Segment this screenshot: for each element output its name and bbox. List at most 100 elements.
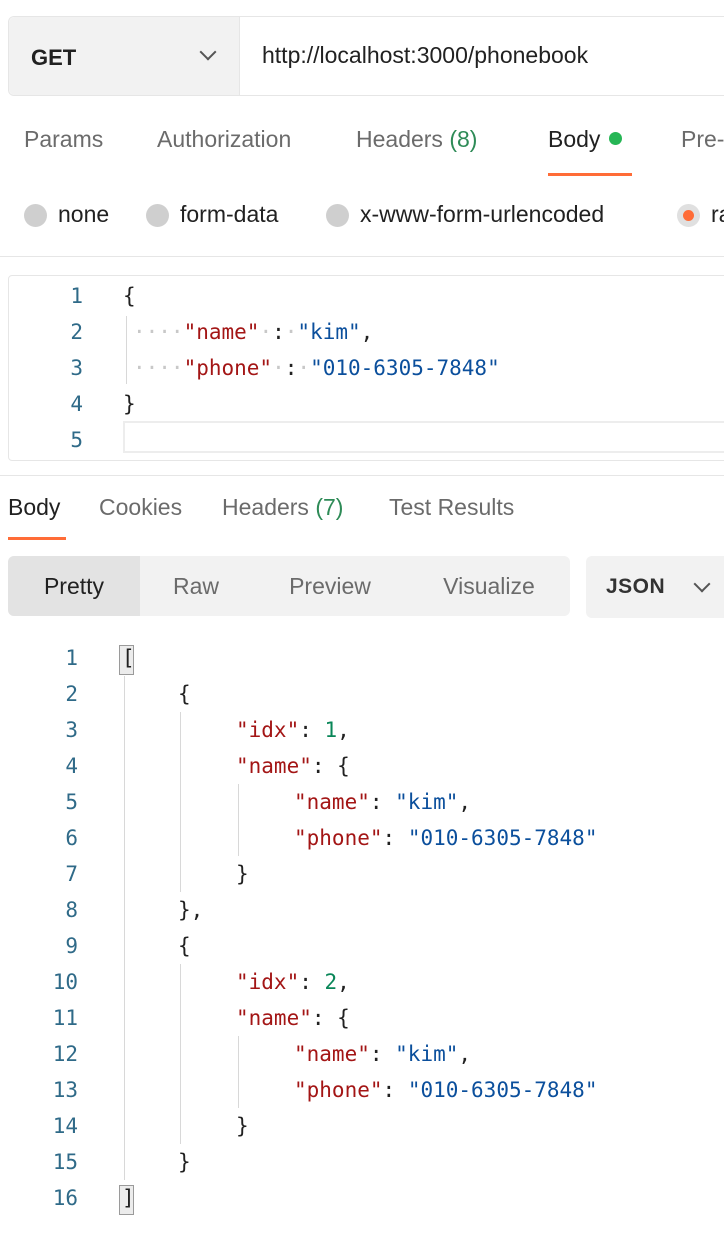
json-key: "name" bbox=[236, 754, 312, 778]
line-number: 12 bbox=[52, 1042, 78, 1066]
tab-authorization[interactable]: Authorization bbox=[157, 126, 291, 153]
json-number: 2 bbox=[324, 970, 338, 994]
radio-label: form-data bbox=[180, 201, 279, 227]
tab-label: Pre- bbox=[681, 126, 724, 152]
code-bracket: ] bbox=[122, 1186, 135, 1210]
line-number: 4 bbox=[70, 392, 83, 416]
line-number: 1 bbox=[70, 284, 83, 308]
response-body-viewer: 1 2 3 4 5 6 7 8 9 10 11 12 13 14 15 16 [… bbox=[0, 640, 724, 1230]
tab-label: Headers bbox=[356, 126, 443, 152]
line-number: 14 bbox=[52, 1114, 78, 1138]
indent-guide bbox=[126, 316, 127, 384]
response-tabs: Body Cookies Headers (7) Test Results bbox=[0, 490, 724, 546]
code-brace: { bbox=[178, 934, 191, 958]
divider bbox=[0, 256, 724, 257]
json-key: "phone" bbox=[294, 1078, 383, 1102]
indent-guide bbox=[180, 964, 181, 1144]
code-line: "name": "kim", bbox=[294, 790, 472, 814]
line-number: 2 bbox=[65, 682, 78, 706]
chevron-down-icon bbox=[693, 575, 711, 593]
line-number: 10 bbox=[52, 970, 78, 994]
tab-params[interactable]: Params bbox=[24, 126, 103, 153]
json-number: 1 bbox=[324, 718, 338, 742]
line-number: 11 bbox=[52, 1006, 78, 1030]
line-number: 9 bbox=[65, 934, 78, 958]
indent-guide bbox=[180, 712, 181, 892]
method-label: GET bbox=[31, 45, 77, 70]
radio-label: x-www-form-urlencoded bbox=[360, 201, 605, 227]
code-line: "phone": "010-6305-7848" bbox=[294, 826, 598, 850]
tab-cookies[interactable]: Cookies bbox=[99, 494, 182, 521]
radio-label: ra bbox=[711, 201, 724, 227]
tab-headers[interactable]: Headers (8) bbox=[356, 126, 477, 153]
url-input[interactable]: http://localhost:3000/phonebook bbox=[262, 42, 589, 68]
active-tab-underline bbox=[548, 173, 632, 176]
request-url-bar: GET http://localhost:3000/phonebook bbox=[8, 16, 724, 96]
tab-response-headers[interactable]: Headers (7) bbox=[222, 494, 343, 521]
tab-response-body[interactable]: Body bbox=[8, 494, 60, 521]
request-body-editor[interactable]: 1 2 3 4 5 { ····"name"·:·"kim", ····"pho… bbox=[8, 275, 724, 461]
line-number: 6 bbox=[65, 826, 78, 850]
indent-guide bbox=[238, 784, 239, 856]
divider bbox=[0, 475, 724, 476]
code-brace: } bbox=[178, 1150, 191, 1174]
chevron-down-icon bbox=[199, 43, 217, 61]
line-number: 16 bbox=[52, 1186, 78, 1210]
radio-circle-icon bbox=[24, 204, 47, 227]
line-number: 5 bbox=[65, 790, 78, 814]
tab-body[interactable]: Body bbox=[548, 126, 623, 153]
json-key: "idx" bbox=[236, 718, 300, 742]
body-indicator-dot-icon bbox=[609, 132, 623, 145]
line-number: 4 bbox=[65, 754, 78, 778]
tab-label: Test Results bbox=[389, 494, 515, 520]
bracket-match-highlight bbox=[119, 645, 134, 675]
json-string: "010-6305-7848" bbox=[407, 1078, 598, 1102]
code-brace: } bbox=[236, 862, 249, 886]
code-bracket: [ bbox=[122, 646, 135, 670]
line-number: 2 bbox=[70, 320, 83, 344]
view-pretty[interactable]: Pretty bbox=[8, 556, 140, 616]
method-select[interactable]: GET bbox=[9, 17, 240, 95]
code-line: "name": { bbox=[236, 1006, 350, 1030]
body-mode-options: none form-data x-www-form-urlencoded ra bbox=[0, 196, 724, 236]
format-label: JSON bbox=[606, 575, 666, 598]
line-number: 13 bbox=[52, 1078, 78, 1102]
tab-pre-request-script[interactable]: Pre- bbox=[681, 126, 724, 153]
code-brace: { bbox=[178, 682, 191, 706]
view-preview[interactable]: Preview bbox=[289, 573, 371, 599]
line-number: 7 bbox=[65, 862, 78, 886]
code-line: "name": { bbox=[236, 754, 350, 778]
indent-guide bbox=[238, 1036, 239, 1108]
json-string: "010-6305-7848" bbox=[407, 826, 598, 850]
headers-count: (7) bbox=[315, 494, 344, 520]
tab-label: Headers bbox=[222, 494, 309, 520]
format-select[interactable]: JSON bbox=[586, 556, 724, 618]
radio-circle-icon bbox=[326, 204, 349, 227]
radio-label: none bbox=[58, 201, 110, 227]
json-string: "kim" bbox=[297, 320, 361, 344]
code-brace: }, bbox=[178, 898, 204, 922]
radio-circle-icon bbox=[146, 204, 169, 227]
headers-count: (8) bbox=[449, 126, 478, 152]
tab-label: Authorization bbox=[157, 126, 292, 152]
code-line: "idx": 2, bbox=[236, 970, 350, 994]
code-brace: } bbox=[236, 1114, 249, 1138]
view-visualize[interactable]: Visualize bbox=[443, 573, 535, 599]
json-key: "phone" bbox=[183, 356, 273, 380]
view-raw[interactable]: Raw bbox=[172, 573, 219, 599]
code-line: "phone": "010-6305-7848" bbox=[294, 1078, 598, 1102]
tab-test-results[interactable]: Test Results bbox=[389, 494, 514, 521]
line-number: 8 bbox=[65, 898, 78, 922]
json-string: "010-6305-7848" bbox=[310, 356, 500, 380]
tab-label: Cookies bbox=[99, 494, 183, 520]
radio-selected-icon bbox=[677, 204, 700, 227]
line-number: 5 bbox=[70, 428, 83, 452]
tab-label: Body bbox=[8, 494, 61, 520]
json-string: "kim" bbox=[395, 790, 459, 814]
request-tabs: Params Authorization Headers (8) Body Pr… bbox=[0, 126, 724, 182]
active-line bbox=[123, 421, 724, 453]
json-string: "kim" bbox=[395, 1042, 459, 1066]
line-number: 3 bbox=[65, 718, 78, 742]
view-mode-toggle: Pretty Raw Preview Visualize bbox=[8, 556, 570, 616]
bracket-match-highlight bbox=[119, 1185, 134, 1215]
